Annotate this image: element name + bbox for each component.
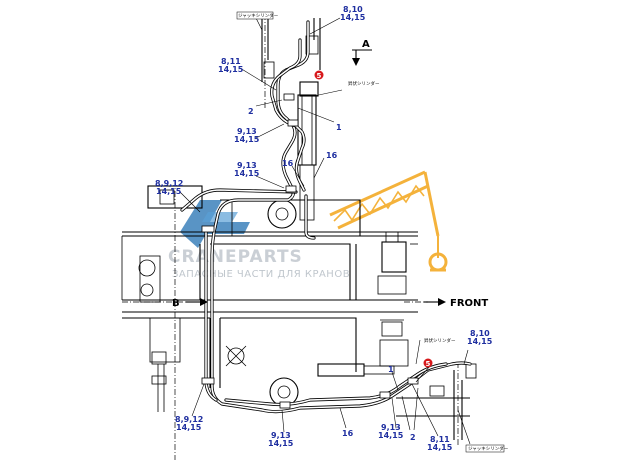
- chassis-frame: [121, 14, 477, 460]
- hydraulic-hoses: [180, 20, 472, 414]
- ref-9-13-d-line1: 9,13: [381, 423, 401, 432]
- front-arrow-icon: [438, 298, 446, 306]
- front-label: FRONT: [450, 298, 488, 309]
- ref-8-11-top-line2: 14,15: [218, 65, 244, 74]
- ref-8-9-12-bottom-line2: 14,15: [176, 423, 202, 432]
- ref-8-9-12-bottom-line1: 8,9,12: [175, 415, 203, 424]
- ref-8-11-bottom-line1: 8,11: [430, 435, 450, 444]
- jack-cylinder-label-top: ジャッキシリンダー: [238, 12, 279, 19]
- ref-8-10-bottom-line2: 14,15: [467, 337, 493, 346]
- ref-9-13-a-line2: 14,15: [234, 135, 260, 144]
- component-labels: ジャッキシリンダー 昇伏シリンダー 昇伏シリンダー ジャッキシリンダー: [236, 11, 509, 453]
- ref-9-13-c-line2: 14,15: [268, 439, 294, 448]
- jack-cylinder-label-bottom: ジャッキシリンダー: [468, 445, 509, 452]
- leader-lines: [179, 17, 471, 445]
- callout-numbers: 2 1 16 16 16 1 2 5 5: [248, 70, 433, 442]
- callout-2-top: 2: [248, 107, 254, 116]
- view-b-label: B: [172, 298, 180, 309]
- ref-8-10-top-line1: 8,10: [343, 5, 363, 14]
- callout-16-a: 16: [282, 159, 294, 168]
- ref-9-13-b-line1: 9,13: [237, 161, 257, 170]
- callout-1-bottom: 1: [388, 365, 394, 374]
- callout-5-top: 5: [317, 72, 322, 80]
- ref-9-13-c-line1: 9,13: [271, 431, 291, 440]
- ref-8-9-12-top-line1: 8,9,12: [155, 179, 183, 188]
- callout-16-b: 16: [326, 151, 338, 160]
- ref-8-11-bottom-line2: 14,15: [427, 443, 453, 452]
- view-a-label: A: [362, 39, 370, 50]
- lift-cylinder-label-bottom: 昇伏シリンダー: [424, 337, 456, 344]
- watermark-brand: CRANEPARTS: [168, 247, 303, 267]
- view-markers: A B FRONT: [122, 39, 488, 309]
- ref-8-9-12-top-line2: 14,15: [156, 187, 182, 196]
- callout-5-top-marker: [314, 70, 324, 80]
- callout-1-top: 1: [336, 123, 342, 132]
- ref-9-13-d-line2: 14,15: [378, 431, 404, 440]
- view-a-arrow-icon: [352, 58, 360, 66]
- watermark-tagline: ЗАПАСНЫЕ ЧАСТИ ДЛЯ КРАНОВ: [172, 269, 350, 280]
- ref-9-13-a-line1: 9,13: [237, 127, 257, 136]
- reference-numbers: 8,10 14,15 8,11 14,15 9,13 14,15 9,13 14…: [155, 5, 493, 452]
- view-b-arrow-icon: [200, 298, 208, 306]
- watermark-crane-boom: [329, 170, 448, 272]
- callout-16-bottom: 16: [342, 429, 354, 438]
- lift-cylinder-label-top: 昇伏シリンダー: [348, 80, 380, 87]
- ref-8-10-top-line2: 14,15: [340, 13, 366, 22]
- callout-5-bottom: 5: [426, 360, 431, 368]
- callout-2-bottom: 2: [410, 433, 416, 442]
- ref-8-11-top-line1: 8,11: [221, 57, 241, 66]
- ref-8-10-bottom-line1: 8,10: [470, 329, 490, 338]
- callout-5-bottom-marker: [423, 358, 433, 368]
- ref-9-13-b-line2: 14,15: [234, 169, 260, 178]
